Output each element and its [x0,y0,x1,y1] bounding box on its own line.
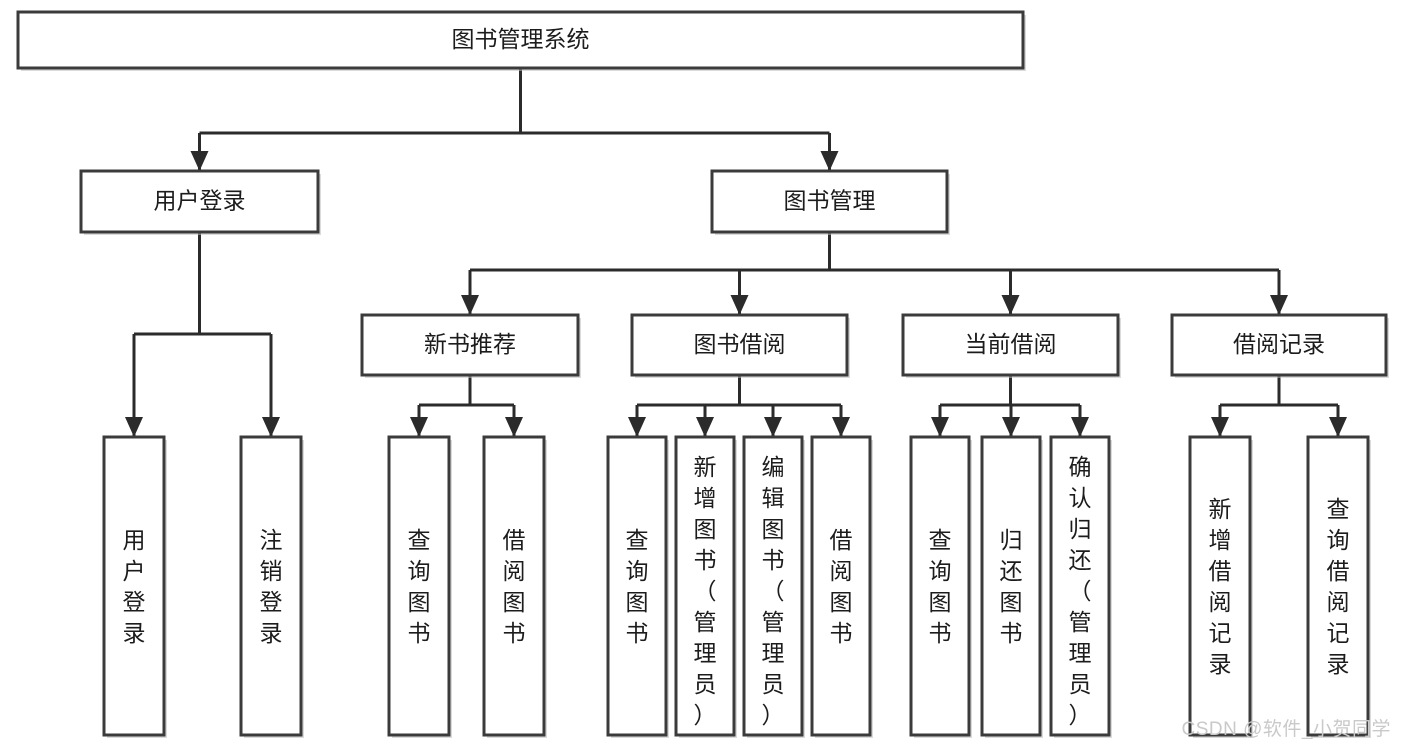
node-leaf-leaf-query-book-borrow[interactable]: 查询图书 [606,435,669,738]
node-label: 图书借阅 [694,331,786,357]
arrow-head-icon [696,417,714,437]
arrow-head-icon [461,295,479,315]
node-label: 当前借阅 [965,331,1057,357]
arrow-head-icon [1211,417,1229,437]
node-label: 借阅图书 [830,527,853,646]
arrow-head-icon [1071,417,1089,437]
arrow-head-icon [1270,295,1288,315]
node-label: 借阅图书 [503,527,526,646]
node-leaf-leaf-query-record[interactable]: 查询借阅记录 [1306,435,1371,738]
node-level2-user-login[interactable]: 用户登录 [79,169,321,235]
arrow-head-icon [505,417,523,437]
node-layer: 图书管理系统用户登录图书管理新书推荐图书借阅当前借阅借阅记录用户登录注销登录查询… [16,10,1389,738]
arrow-head-icon [820,151,839,171]
arrow-head-icon [262,417,280,437]
node-label: 查询图书 [626,527,649,646]
arrow-head-icon [931,417,949,437]
node-leaf-leaf-add-record[interactable]: 新增借阅记录 [1188,435,1253,738]
node-label: 查询图书 [408,527,431,646]
node-level2-book-manage[interactable]: 图书管理 [710,169,950,235]
connector-layer [125,68,1347,437]
node-leaf-leaf-confirm-return[interactable]: 确认归还（管理员） [1049,435,1112,738]
node-label: 图书管理 [784,188,876,214]
node-label: 新增图书（管理员） [694,454,717,728]
arrow-head-icon [1329,417,1347,437]
node-level3-book-borrow[interactable]: 图书借阅 [630,313,850,378]
node-label: 编辑图书（管理员） [762,454,785,728]
node-label: 新增借阅记录 [1209,496,1232,677]
arrow-head-icon [1002,417,1020,437]
node-label: 注销登录 [260,527,283,646]
node-leaf-leaf-user-login[interactable]: 用户登录 [102,435,167,738]
node-leaf-leaf-return-book[interactable]: 归还图书 [980,435,1043,738]
node-leaf-leaf-query-book-rec[interactable]: 查询图书 [387,435,452,738]
node-label: 图书管理系统 [452,26,590,52]
node-label: 确认归还（管理员） [1069,454,1092,728]
arrow-head-icon [190,151,209,171]
arrow-head-icon [764,417,782,437]
node-leaf-leaf-borrow-book-rec[interactable]: 借阅图书 [482,435,547,738]
node-level3-borrow-record[interactable]: 借阅记录 [1170,313,1389,378]
node-leaf-leaf-query-book-current[interactable]: 查询图书 [909,435,972,738]
node-leaf-leaf-borrow-book[interactable]: 借阅图书 [810,435,873,738]
node-label: 归还图书 [1000,527,1023,646]
node-root-root[interactable]: 图书管理系统 [16,10,1026,71]
arrow-head-icon [832,417,850,437]
arrow-head-icon [410,417,428,437]
arrow-head-icon [1001,295,1020,315]
node-leaf-leaf-add-book[interactable]: 新增图书（管理员） [674,435,737,738]
node-label: 用户登录 [154,188,246,214]
node-label: 用户登录 [123,527,146,646]
node-label: 借阅记录 [1233,331,1325,357]
node-level3-new-book-rec[interactable]: 新书推荐 [360,313,581,378]
node-leaf-leaf-logout[interactable]: 注销登录 [239,435,304,738]
node-label: 新书推荐 [424,331,516,357]
arrow-head-icon [125,417,143,437]
node-label: 查询图书 [929,527,952,646]
node-level3-current-borrow[interactable]: 当前借阅 [901,313,1121,378]
arrow-head-icon [730,295,749,315]
node-leaf-leaf-edit-book[interactable]: 编辑图书（管理员） [742,435,805,738]
node-label: 查询借阅记录 [1327,496,1350,677]
arrow-head-icon [628,417,646,437]
